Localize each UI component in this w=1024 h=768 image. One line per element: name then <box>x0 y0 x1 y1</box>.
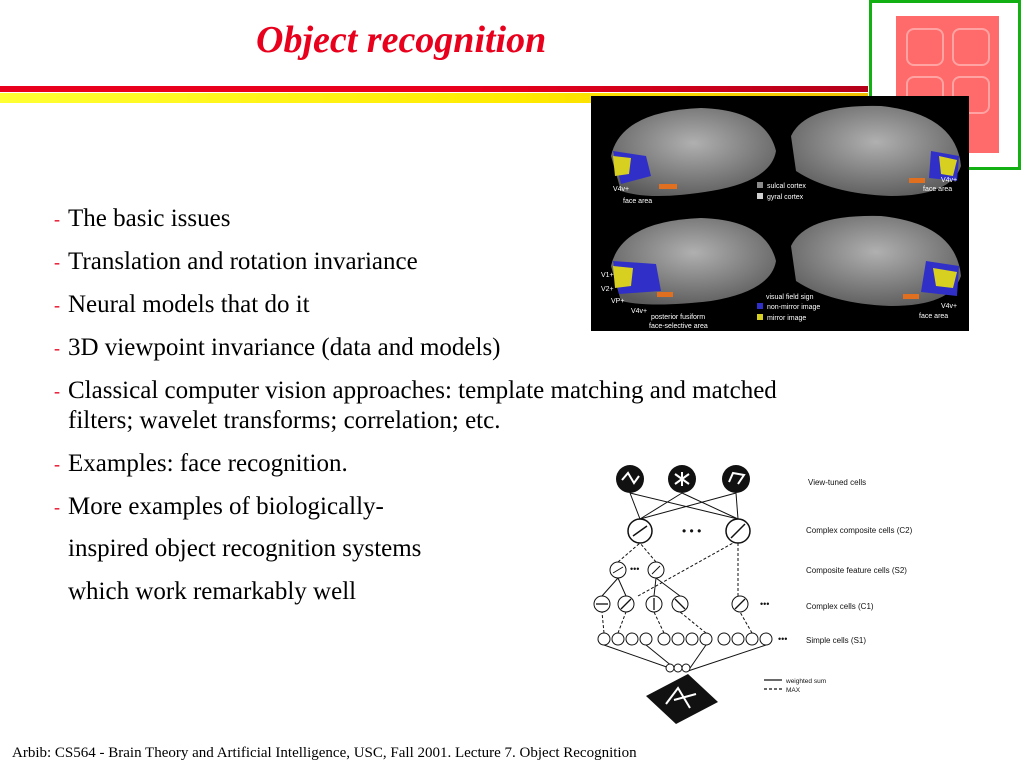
bullet-continuation: which work remarkably well <box>68 578 357 605</box>
hmax-model-diagram: • • • ••• ••• <box>578 456 944 728</box>
bullet-dash: - <box>54 252 60 272</box>
bullet-dash: - <box>54 454 60 474</box>
label-face-area-bottom-right: face area <box>919 313 948 320</box>
label-face-area-top-left: face area <box>623 198 652 205</box>
label-sulcal: sulcal cortex <box>767 183 806 190</box>
label-gyral: gyral cortex <box>767 194 804 201</box>
bullet-item: -More examples of biologically- <box>54 493 384 520</box>
bullet-item: -Examples: face recognition. <box>54 450 348 477</box>
label-v4v-top-left: V4v+ <box>613 186 629 193</box>
label-vp: VP+ <box>611 298 624 305</box>
label-face-area-top-right: face area <box>923 186 952 193</box>
layer-label-s1: Simple cells (S1) <box>806 636 866 645</box>
non-mirror-swatch <box>757 303 763 309</box>
label-v4v-bottom-right: V4v+ <box>941 303 957 310</box>
bullet-dash: - <box>54 209 60 229</box>
label-v1: V1+ <box>601 272 614 279</box>
slide-footer: Arbib: CS564 - Brain Theory and Artifici… <box>12 745 637 761</box>
svg-text:•••: ••• <box>630 564 639 574</box>
brain-fmri-image: V4v+ face area sulcal cortex gyral corte… <box>591 96 969 331</box>
svg-text:•••: ••• <box>760 599 769 609</box>
slide-title: Object recognition <box>256 19 547 61</box>
bullet-dash: - <box>54 497 60 517</box>
label-fusiform-2: face-selective area <box>649 323 708 330</box>
layer-label-c2: Complex composite cells (C2) <box>806 526 913 535</box>
bullet-item: -Neural models that do it <box>54 291 310 318</box>
svg-text:•••: ••• <box>778 634 787 644</box>
bullet-dash: - <box>54 338 60 358</box>
layer-label-s2: Composite feature cells (S2) <box>806 566 907 575</box>
label-v2: V2+ <box>601 286 614 293</box>
label-fusiform-1: posterior fusiform <box>651 314 705 321</box>
title-rule-yellow <box>0 93 868 103</box>
title-rule-red <box>0 86 868 92</box>
label-v4v-bottom-left: V4v+ <box>631 308 647 315</box>
bullet-dash: - <box>54 381 60 401</box>
sulcal-swatch <box>757 182 763 188</box>
bullet-item: -Translation and rotation invariance <box>54 248 418 275</box>
label-mirror: mirror image <box>767 315 806 322</box>
svg-text:• • •: • • • <box>682 524 701 538</box>
label-non-mirror: non-mirror image <box>767 304 820 311</box>
bullet-item: -The basic issues <box>54 205 231 232</box>
gyral-swatch <box>757 193 763 199</box>
bullet-dash: - <box>54 295 60 315</box>
bullet-list: -The basic issues -Translation and rotat… <box>54 204 964 620</box>
layer-label-c1: Complex cells (C1) <box>806 602 874 611</box>
layer-label-view-tuned: View-tuned cells <box>808 478 866 487</box>
label-v4v-top-right: V4v+ <box>941 177 957 184</box>
legend-max: MAX <box>786 687 801 694</box>
bullet-item: -Classical computer vision approaches: t… <box>54 377 777 434</box>
mirror-swatch <box>757 314 763 320</box>
label-field-sign: visual field sign <box>766 294 814 301</box>
bullet-item: -3D viewpoint invariance (data and model… <box>54 334 501 361</box>
legend-weighted-sum: weighted sum <box>785 678 826 685</box>
bullet-continuation: inspired object recognition systems <box>68 535 422 562</box>
